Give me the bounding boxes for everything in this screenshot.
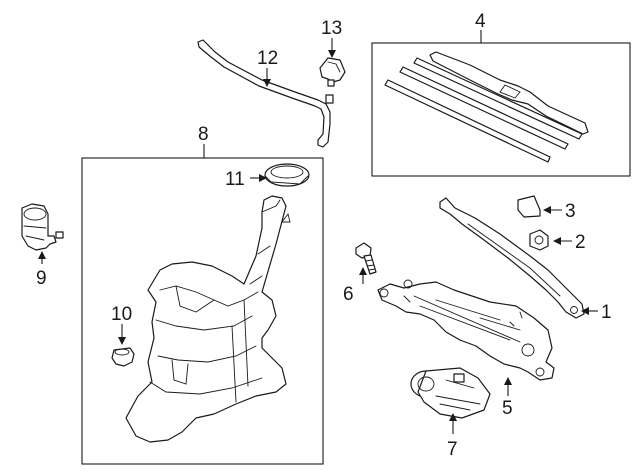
bolt	[355, 242, 377, 275]
grommet	[111, 347, 135, 367]
hex-nut	[529, 229, 549, 251]
wiper-linkage	[377, 279, 555, 381]
callout-10: 10	[111, 304, 132, 325]
callout-5: 5	[502, 398, 513, 419]
callout-2: 2	[575, 232, 586, 253]
callout-6: 6	[343, 284, 354, 305]
callout-4: 4	[475, 11, 486, 32]
callout-12: 12	[257, 48, 278, 69]
washer-reservoir	[125, 195, 291, 443]
wiper-arm	[439, 197, 585, 319]
callout-13: 13	[321, 18, 342, 39]
washer-hose	[197, 39, 334, 148]
callout-8: 8	[198, 124, 209, 145]
reservoir-cap	[264, 163, 310, 187]
washer-pump	[21, 203, 64, 251]
washer-nozzle	[319, 57, 346, 87]
wiper-motor	[410, 367, 491, 419]
callout-7: 7	[447, 439, 458, 460]
callout-11: 11	[225, 169, 245, 190]
arm-cap	[517, 195, 541, 218]
callout-9: 9	[36, 268, 47, 289]
callout-3: 3	[565, 201, 576, 222]
wiper-blade-box	[371, 42, 631, 177]
callout-1: 1	[601, 302, 612, 323]
wiper-blades	[384, 51, 589, 163]
